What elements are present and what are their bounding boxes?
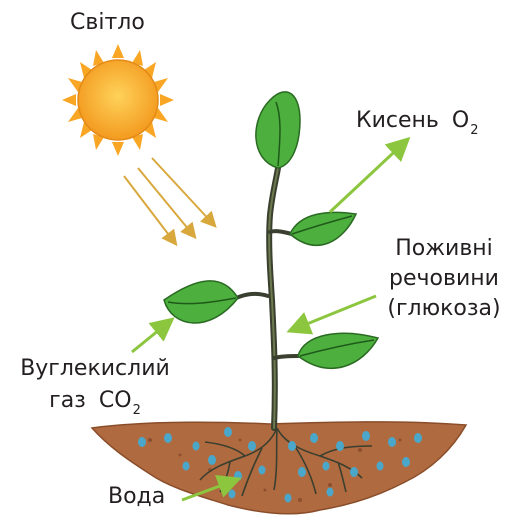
co2-line-2: газ CO2 bbox=[10, 390, 180, 412]
co2-formula: CO bbox=[99, 388, 132, 413]
leaf-left bbox=[164, 281, 238, 323]
light-label: Світло bbox=[70, 12, 145, 34]
oxygen-formula: O bbox=[452, 108, 469, 133]
co2-line-1: Вуглекислий bbox=[10, 358, 180, 380]
leaf-lower-right bbox=[298, 333, 378, 368]
nutrients-arrow bbox=[292, 296, 376, 330]
oxygen-word: Кисень bbox=[356, 108, 439, 133]
oxygen-label: Кисень O2 bbox=[356, 110, 479, 132]
nutrients-label: Поживні речовини (глюкоза) bbox=[380, 238, 508, 320]
oxygen-arrow bbox=[330, 141, 406, 212]
leaf-upper-right bbox=[290, 212, 356, 245]
oxygen-subscript: 2 bbox=[470, 123, 478, 138]
nutrients-line-1: Поживні bbox=[380, 238, 508, 260]
leaf-top bbox=[256, 92, 300, 168]
co2-arrow bbox=[132, 321, 170, 352]
nutrients-line-3: (глюкоза) bbox=[380, 298, 508, 320]
co2-word: газ bbox=[49, 388, 86, 413]
nutrients-line-2: речовини bbox=[380, 268, 508, 290]
sun-icon bbox=[62, 44, 174, 156]
water-label: Вода bbox=[108, 486, 165, 508]
co2-label: Вуглекислий газ CO2 bbox=[10, 358, 180, 412]
light-beams bbox=[124, 158, 214, 243]
co2-subscript: 2 bbox=[133, 403, 141, 418]
